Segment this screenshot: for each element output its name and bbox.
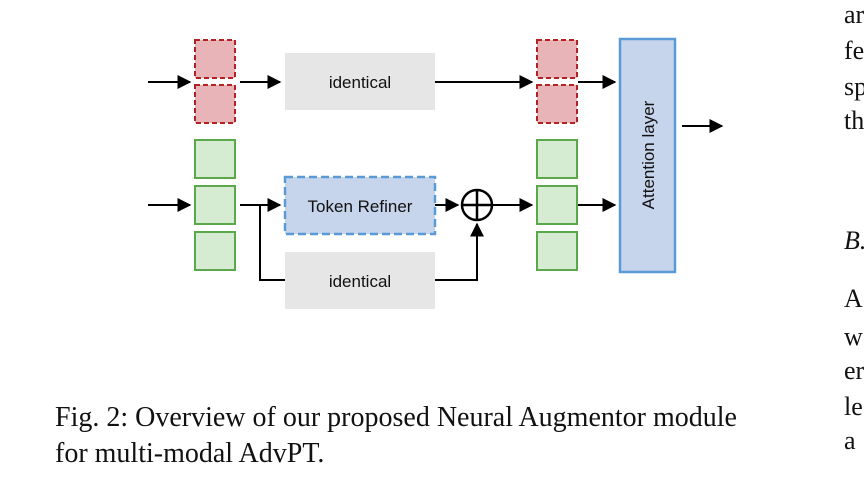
red-token-left-1 <box>194 39 236 79</box>
side-fragment: ar <box>844 0 864 29</box>
residual-arrow-to-sum <box>435 222 484 281</box>
green-token-left-2 <box>194 185 236 225</box>
side-fragment: er <box>844 356 864 385</box>
side-fragment: a <box>844 426 856 455</box>
caption-line-2: for multi-modal AdvPT. <box>55 438 325 469</box>
side-fragment: w <box>844 322 863 351</box>
side-fragment: A <box>844 284 863 313</box>
adjacent-column-text: ar fe sp th B. A w er le a <box>844 0 864 501</box>
green-token-left-3 <box>194 231 236 271</box>
identical-top-box <box>285 53 435 110</box>
identical-bottom-label: identical <box>329 272 391 291</box>
token-refiner-box <box>283 175 437 236</box>
residual-branch-line <box>259 205 285 281</box>
green-token-left-1 <box>194 139 236 179</box>
green-token-right-2 <box>536 185 578 225</box>
side-fragment: le <box>844 392 863 421</box>
token-refiner-label: Token Refiner <box>308 197 413 216</box>
attention-layer-label: Attention layer <box>639 100 658 209</box>
caption-line-1: Fig. 2: Overview of our proposed Neural … <box>55 402 737 433</box>
identical-top-label: identical <box>329 73 391 92</box>
attention-layer-box <box>618 37 677 274</box>
red-token-left-2 <box>194 84 236 124</box>
figure-caption: Fig. 2: Overview of our proposed Neural … <box>55 400 815 472</box>
identical-bottom-box <box>285 252 435 309</box>
sum-icon <box>460 188 494 222</box>
green-token-right-1 <box>536 139 578 179</box>
side-fragment: fe <box>844 36 864 65</box>
side-fragment: th <box>844 106 864 135</box>
red-token-right-2 <box>536 84 578 124</box>
side-fragment: B. <box>844 226 864 255</box>
red-token-right-1 <box>536 39 578 79</box>
side-fragment: sp <box>844 72 864 101</box>
green-token-right-3 <box>536 231 578 271</box>
